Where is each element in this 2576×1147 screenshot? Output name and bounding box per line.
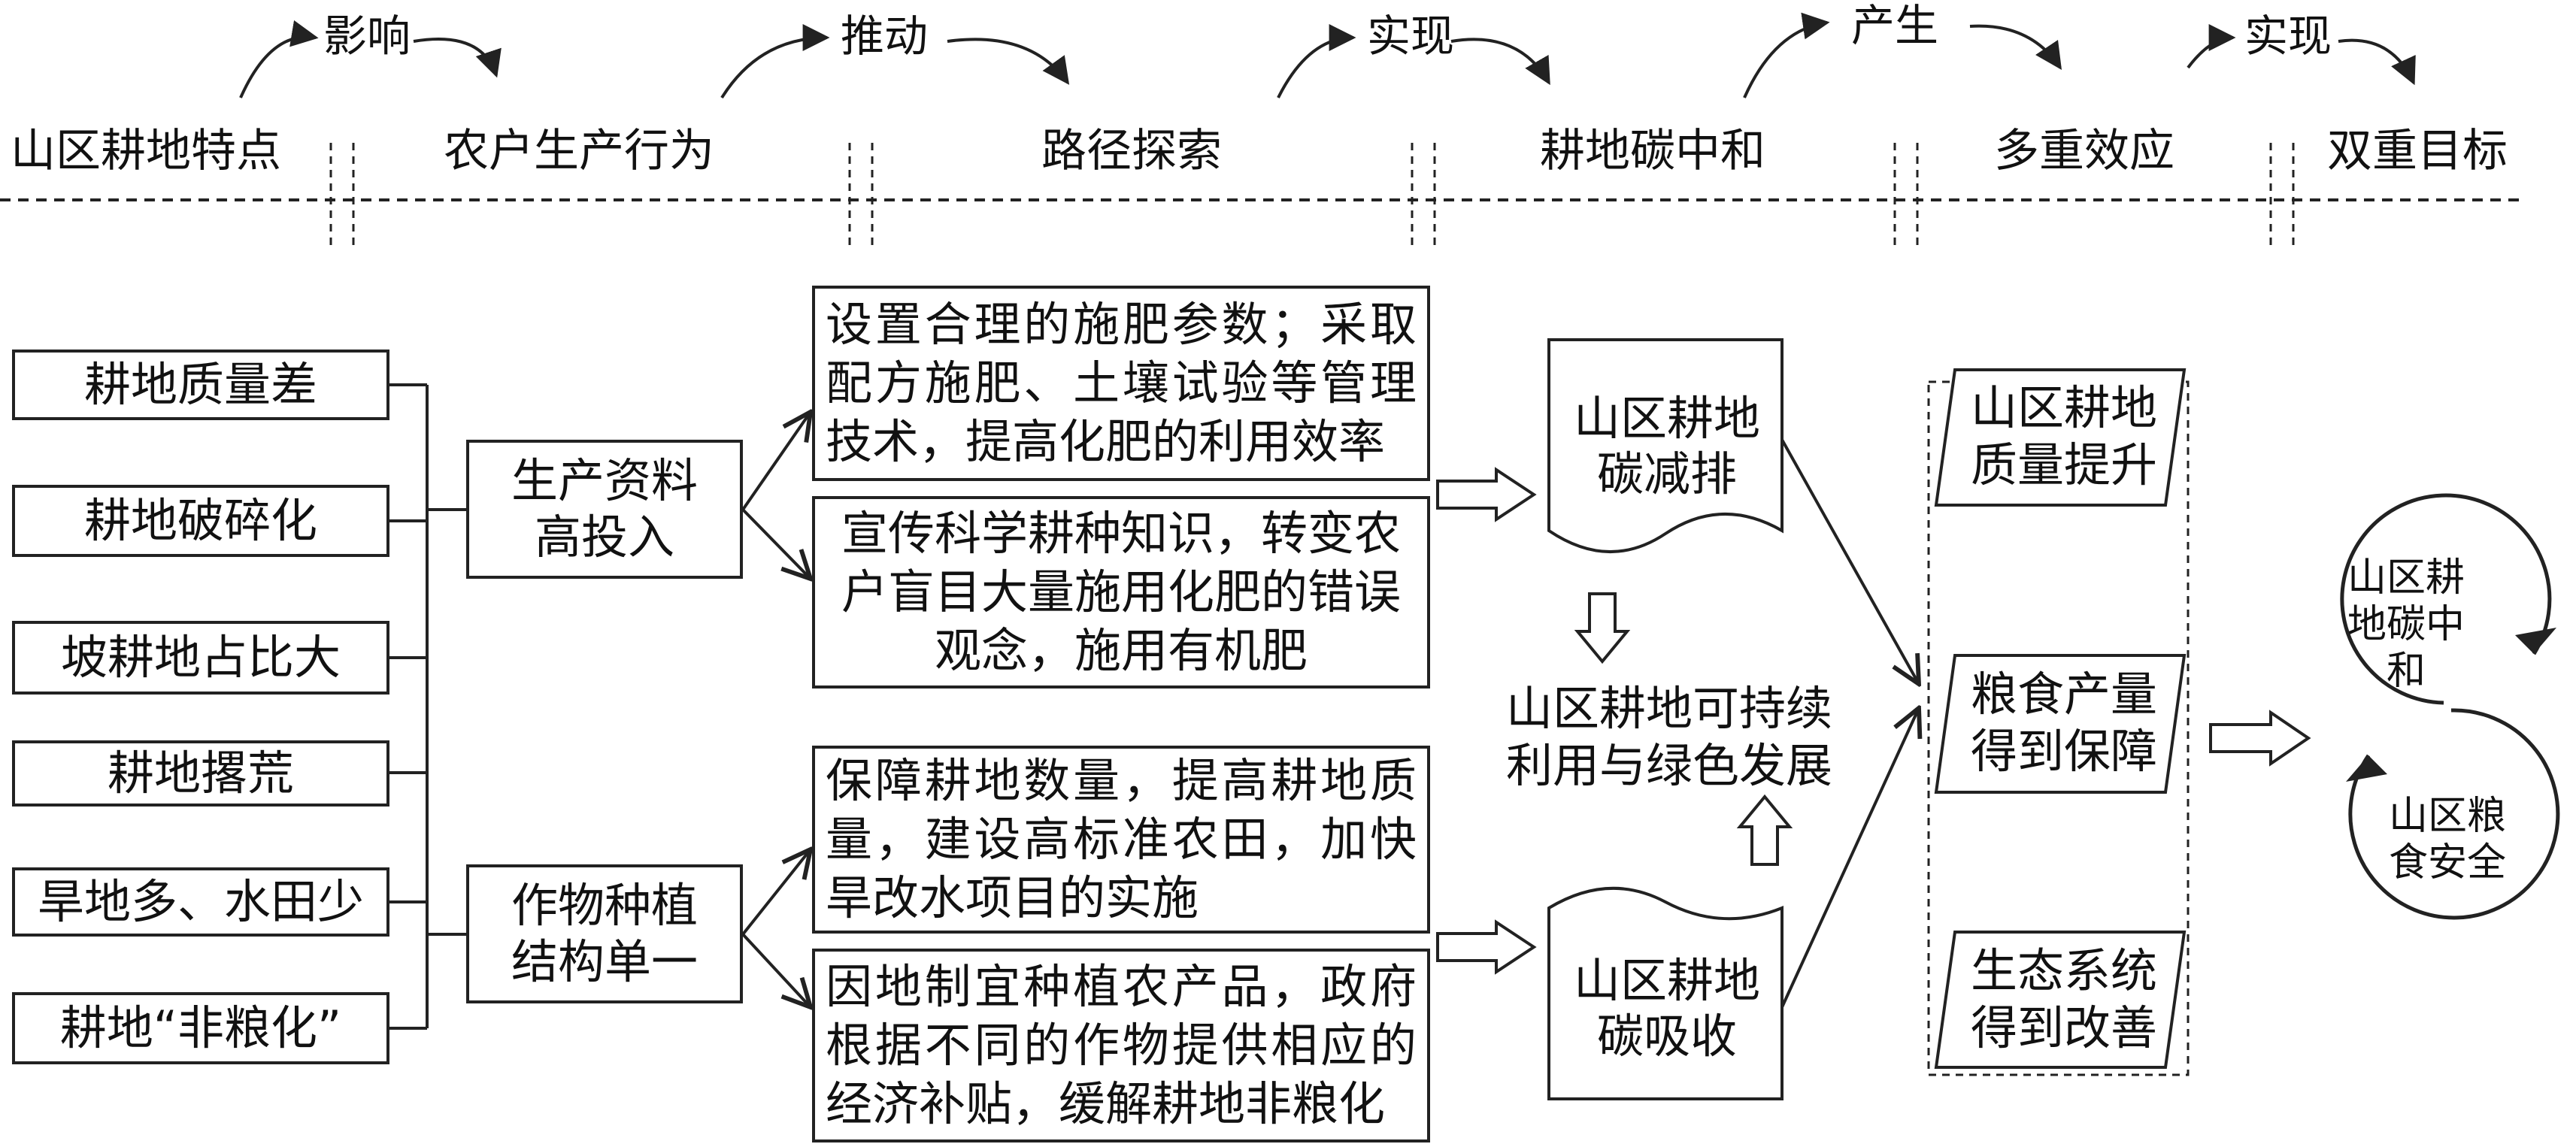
- characteristic-box: 耕地撂荒: [12, 740, 389, 807]
- stage-label: 耕地碳中和: [1540, 125, 1765, 177]
- stage-label: 农户生产行为: [444, 125, 714, 177]
- link-label: 推动: [841, 11, 929, 62]
- goal-label: 山区耕地碳中和: [2347, 555, 2465, 694]
- effect-label: 生态系统得到改善: [1970, 943, 2157, 1055]
- effects-dashed-frame: [1927, 380, 2190, 1076]
- carbon-absorption-shape: [1547, 886, 1784, 1100]
- behavior-box: 作物种植结构单一: [466, 864, 743, 1003]
- effect-label: 山区耕地质量提升: [1970, 380, 2157, 492]
- header-curved-arrows: [239, 12, 2416, 99]
- goal-label: 山区粮食安全: [2388, 794, 2506, 885]
- stage-label: 多重效应: [1994, 125, 2174, 177]
- stage-label: 路径探索: [1041, 125, 1222, 177]
- stage-label: 山区耕地特点: [11, 125, 281, 177]
- carbon-reduction-label: 山区耕地碳减排: [1573, 391, 1760, 501]
- characteristic-box: 旱地多、水田少: [12, 867, 389, 937]
- link-label: 实现: [2244, 11, 2332, 62]
- link-label: 实现: [1367, 11, 1455, 62]
- link-label: 产生: [1851, 0, 1939, 51]
- goal-cycle-heads: [2346, 628, 2556, 782]
- stage-label: 双重目标: [2327, 125, 2508, 177]
- characteristic-box: 坡耕地占比大: [12, 621, 389, 695]
- hollow-arrows: [1436, 467, 2311, 975]
- behavior-path-arrows: [741, 412, 811, 1007]
- characteristic-connectors: [389, 383, 466, 1030]
- carbon-effect-arrows: [1780, 439, 1919, 1008]
- carbon-reduction-shape: [1547, 338, 1784, 553]
- header-separators: [329, 143, 2295, 248]
- characteristic-box: 耕地破碎化: [12, 485, 389, 557]
- path-box: 保障耕地数量，提高耕地质量，建设高标准农田，加快旱改水项目的实施: [812, 746, 1430, 934]
- carbon-absorption-label: 山区耕地碳吸收: [1573, 953, 1760, 1064]
- characteristic-box: 耕地质量差: [12, 350, 389, 420]
- characteristic-box: 耕地“非粮化”: [12, 992, 389, 1064]
- path-box: 宣传科学耕种知识，转变农户盲目大量施用化肥的错误观念，施用有机肥: [812, 496, 1430, 689]
- effect-label: 粮食产量得到保障: [1970, 667, 2157, 779]
- goal-cycle-arcs: [2340, 493, 2560, 920]
- path-box: 设置合理的施肥参数；采取配方施肥、土壤试验等管理技术，提高化肥的利用效率: [812, 286, 1430, 481]
- behavior-box: 生产资料高投入: [466, 440, 743, 579]
- link-label: 影响: [323, 11, 411, 62]
- path-box: 因地制宜种植农产品，政府根据不同的作物提供相应的经济补贴，缓解耕地非粮化: [812, 949, 1430, 1142]
- sustainable-development-label: 山区耕地可持续利用与绿色发展: [1505, 681, 1832, 793]
- effect-parallelograms: [1934, 368, 2187, 1069]
